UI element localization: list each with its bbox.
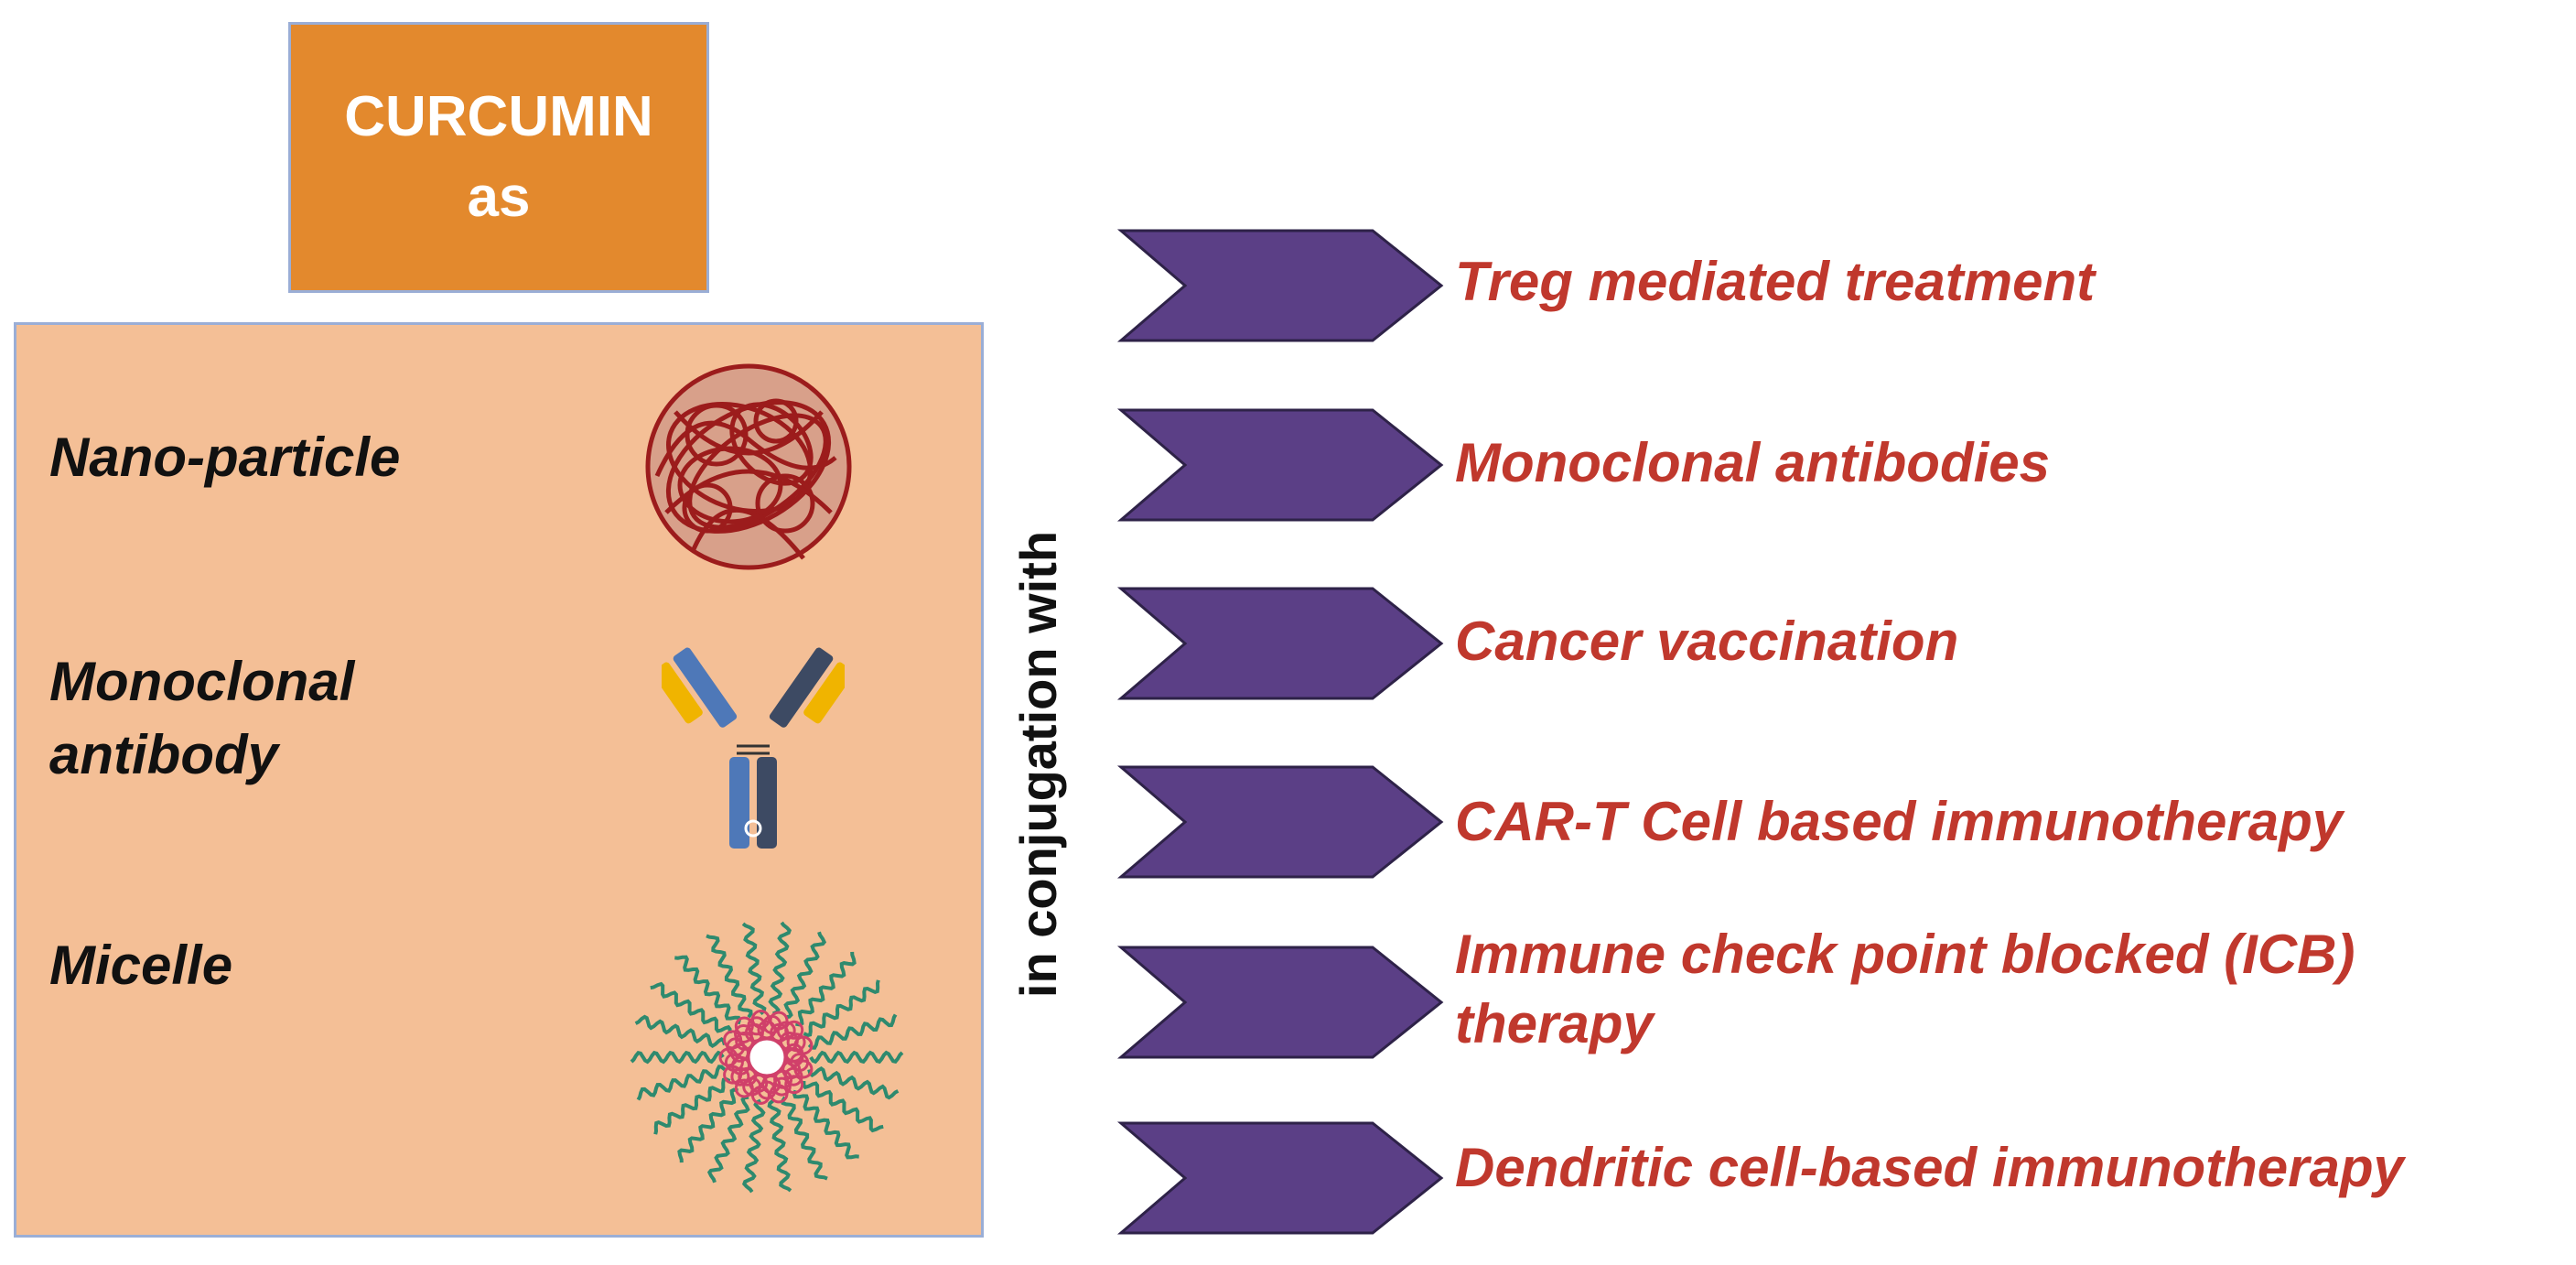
micelle-head [750,1010,771,1029]
form-label-line-2: antibody [49,724,278,785]
micelle-head [742,1076,762,1097]
micelle-tail [742,1098,766,1194]
therapy-car-t: CAR-T Cell based immunotherapy [1455,791,2344,852]
micelle-tail [767,1098,792,1193]
micelle-tail [636,1065,727,1101]
nanoparticle-icon [645,363,852,570]
micelle-tail [802,1081,884,1133]
micelle-tail [653,1076,731,1135]
title-line-1: CURCUMIN [344,85,653,148]
chevron-arrow-icon [1116,587,1444,700]
curcumin-title-box: CURCUMIN as [288,22,709,293]
form-label-micelle: Micelle [49,935,233,996]
therapy-dendritic-cell: Dendritic cell-based immunotherapy [1455,1137,2404,1198]
therapy-icb-line-2: therapy [1455,993,1654,1054]
therapy-monoclonal-antibodies: Monoclonal antibodies [1455,432,2051,493]
therapy-treg: Treg mediated treatment [1455,251,2096,312]
micelle-tail [803,979,880,1038]
micelle-head [783,1066,803,1087]
micelle-tail [809,1050,904,1065]
antibody-icon [662,647,845,849]
chevron-arrow-icon [1116,1121,1444,1235]
micelle-head [784,1075,804,1095]
form-label-nanoparticle: Nano-particle [49,427,401,488]
micelle-tail [634,1014,727,1048]
micelle-tail [630,1050,725,1065]
micelle-icon [630,921,904,1194]
title-line-2: as [467,166,531,229]
chevron-arrow-icon [1116,229,1444,342]
form-label-monoclonal-antibody: Monoclonal antibody [49,645,354,792]
form-label-line-1: Monoclonal [49,651,355,712]
micelle-head [734,1078,754,1098]
micelle-tail [783,931,827,1020]
curcumin-forms-box: Nano-particle Monoclonal antibody Micell… [14,322,984,1238]
micelle-tail [807,1066,900,1100]
therapy-cancer-vaccination: Cancer vaccination [1455,611,1959,672]
micelle-head [723,1030,743,1050]
micelle-tail [741,922,767,1016]
conjugation-label: in conjugation with [1009,530,1067,999]
chevron-arrow-icon [1116,408,1444,522]
micelle-tail [706,1095,750,1184]
chevron-arrow-icon [1116,765,1444,879]
micelle-tail [792,1089,859,1160]
micelle-head [784,1020,804,1040]
micelle-head [776,1021,796,1041]
micelle-tail [768,921,792,1016]
micelle-tail [781,1096,828,1181]
micelle-tail [674,955,742,1025]
micelle-tail [706,934,753,1019]
micelle-tail [677,1087,738,1163]
micelle-tail [807,1013,898,1050]
chevron-arrow-icon [1116,946,1444,1059]
therapy-icb: Immune check point blocked (ICB) therapy [1455,920,2571,1059]
micelle-tail [795,951,857,1027]
micelle-tail [650,981,732,1033]
therapy-icb-line-1: Immune check point blocked (ICB) [1455,924,2355,985]
